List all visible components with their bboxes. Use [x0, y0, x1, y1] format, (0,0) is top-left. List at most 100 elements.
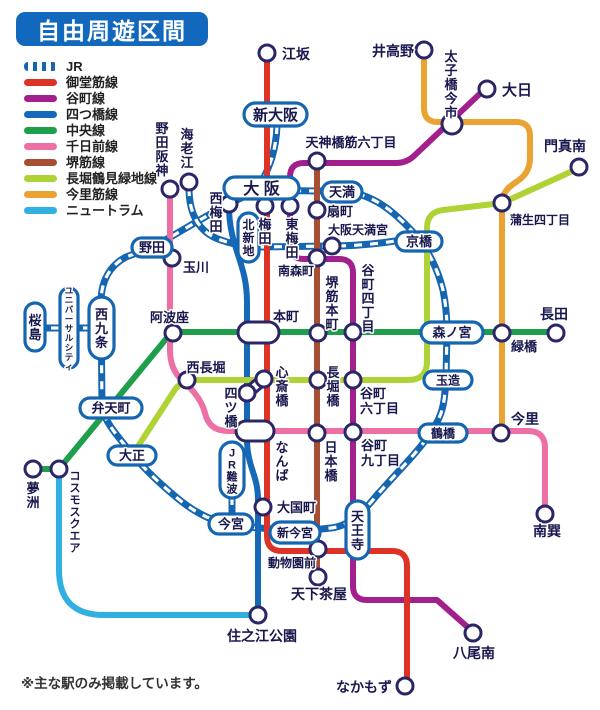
- station-yao-minami-label: 八尾南: [452, 645, 495, 661]
- legend-label: 千日前線: [66, 138, 119, 154]
- station-ebie-label: 海老江: [179, 127, 193, 170]
- station-taishibashi-imaichi: [440, 112, 464, 136]
- line-tanimachi: [287, 84, 490, 634]
- station-morinomiya-label: 森ノ宮: [432, 325, 471, 340]
- station-esaka: [257, 43, 277, 63]
- station-minami-tatsumi: [535, 504, 555, 524]
- legend-label: 堺筋線: [66, 154, 106, 170]
- station-daikokucho: [253, 497, 273, 517]
- station-itakano-label: 井高野: [372, 43, 414, 59]
- station-imazato-label: 今里: [510, 411, 539, 427]
- station-gamo-4-chome: [492, 193, 512, 213]
- station-jr-namba: [218, 440, 246, 500]
- station-morinomiya: [419, 320, 485, 345]
- legend-item: 長堀鶴見緑地線: [24, 170, 157, 186]
- station-yumeshima-label: 夢洲: [26, 481, 39, 510]
- station-yotsubashi-label: 四ツ橋: [224, 386, 238, 429]
- station-tennoji: [344, 499, 371, 561]
- station-nishikujo: [87, 295, 116, 361]
- station-nagata: [546, 323, 566, 343]
- station-hommachi-label: 本町: [273, 309, 299, 324]
- station-tsuruhashi-label: 鶴橋: [431, 425, 456, 440]
- station-nipponbashi: [307, 423, 327, 443]
- station-tsuruhashi: [417, 422, 469, 444]
- station-midoribashi: [492, 323, 512, 343]
- station-ebie: [179, 172, 199, 192]
- station-shin-imamiya: [268, 520, 322, 545]
- station-nishi-nagahori: [177, 370, 197, 390]
- station-higashi-umeda-label: 東梅田: [285, 217, 298, 260]
- station-awaza: [163, 323, 183, 343]
- line-yotsubashi: [226, 203, 261, 615]
- station-nagahoribashi: [308, 370, 328, 390]
- station-tanimachi-4-chome-label: 谷町四丁目: [361, 263, 375, 334]
- station-umeda-label: 梅田: [258, 217, 271, 246]
- legend-item: 四つ橋線: [24, 106, 157, 122]
- line-imazato: [421, 44, 533, 433]
- station-dobutsuen-mae-label: 動物園前: [268, 555, 316, 570]
- station-kyobashi: [394, 230, 444, 253]
- legend-label: ニュートラム: [66, 202, 144, 218]
- station-minami-morimachi: [307, 248, 327, 268]
- legend-label: 御堂筋線: [66, 74, 119, 90]
- legend-swatch-sakaisuji: [24, 158, 57, 166]
- station-tanimachi-6-chome-label: 谷町: [360, 386, 386, 401]
- station-ogimachi: [307, 200, 327, 220]
- legend-item: 谷町線: [24, 90, 157, 106]
- station-tamatsukuri: [422, 369, 474, 391]
- station-midoribashi-label: 緑橋: [511, 339, 538, 354]
- station-taishibashi-imaichi-label: 太子橋今市: [443, 49, 458, 120]
- station-bentencho-label: 弁天町: [91, 401, 130, 416]
- station-imamiya-label: 今宮: [217, 517, 244, 532]
- station-daikokucho-label: 大国町: [277, 500, 316, 515]
- station-shinsaibashi-label: 心斎橋: [275, 365, 289, 408]
- station-suminoe-koen: [248, 605, 268, 625]
- legend-swatch-chuo: [24, 126, 57, 134]
- station-cosmosquare: [49, 459, 69, 479]
- station-tenjimbashisuji-6-chome: [307, 151, 327, 171]
- station-sakaisuji-hommachi-label: 堺筋本町: [324, 275, 339, 332]
- legend-item: 中央線: [24, 122, 157, 138]
- station-shin-imamiya-label: 新今宮: [277, 525, 313, 540]
- station-kitashinchi: [236, 211, 261, 264]
- line-sennichimae: [167, 191, 548, 514]
- footnote: ※主な駅のみ掲載しています。: [21, 676, 208, 691]
- station-tamatsukuri-label: 玉造: [436, 372, 461, 387]
- station-tanimachi-4-chome: [343, 322, 363, 342]
- legend-swatch-yotsubashi: [24, 110, 57, 118]
- legend-swatch-nagahori: [24, 174, 57, 182]
- legend-label: JR: [66, 58, 83, 74]
- station-nagahoribashi-label: 長堀橋: [326, 365, 340, 408]
- station-osaka-temmangu: [322, 236, 342, 256]
- station-dainichi: [477, 79, 497, 99]
- station-tanimachi-6-chome-label: 六丁目: [360, 401, 399, 416]
- station-yotsubashi: [237, 383, 257, 403]
- station-noda-hanshin: [160, 179, 180, 199]
- station-osaka: [222, 175, 301, 201]
- station-esaka-label: 江坂: [282, 46, 311, 62]
- legend-swatch-midosuji: [24, 78, 57, 86]
- legend-label: 今里筋線: [66, 186, 119, 202]
- station-namba: [234, 419, 276, 443]
- station-yao-minami: [463, 623, 483, 643]
- station-tengachaya: [308, 567, 328, 587]
- station-bentencho: [78, 396, 144, 420]
- station-noda-hanshin-label: 野田阪神: [155, 121, 169, 178]
- station-tengachaya-label: 天下茶屋: [291, 586, 347, 602]
- legend-item: 御堂筋線: [24, 74, 157, 90]
- station-minami-tatsumi-label: 南巽: [533, 523, 561, 539]
- station-minami-morimachi-label: 南森町: [278, 263, 314, 278]
- station-imazato: [491, 423, 511, 443]
- station-dainichi-label: 大日: [502, 81, 532, 99]
- station-itakano: [414, 40, 434, 60]
- station-kadoma-minami: [569, 157, 589, 177]
- station-shin-osaka-label: 新大阪: [253, 106, 299, 124]
- station-universal-city: [58, 286, 80, 370]
- station-kyobashi-label: 京橋: [406, 234, 433, 249]
- station-kitashinchi-label: 北新地: [242, 217, 254, 258]
- station-tanimachi-9-chome: [343, 422, 363, 442]
- station-nishi-nagahori-label: 西長堀: [186, 360, 225, 375]
